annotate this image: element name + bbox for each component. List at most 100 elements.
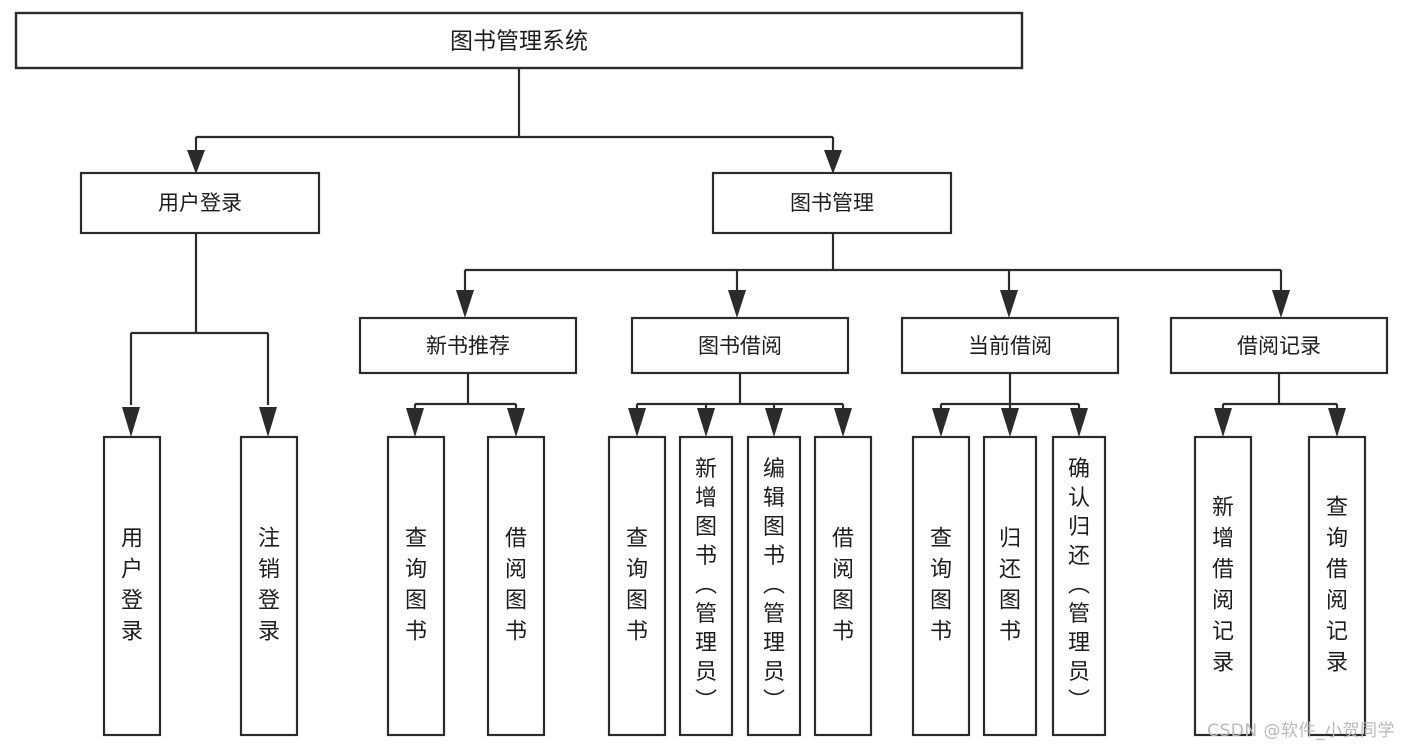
arrow-to-book-borrow xyxy=(728,290,746,318)
arrow-to-leaf-query-book-1 xyxy=(406,408,424,437)
svg-text:理: 理 xyxy=(695,631,717,656)
svg-text:︶: ︶ xyxy=(1068,689,1090,714)
svg-text:图: 图 xyxy=(763,515,785,540)
edge-layer xyxy=(122,68,1346,437)
svg-text:增: 增 xyxy=(1212,527,1234,552)
svg-text:还: 还 xyxy=(999,558,1021,583)
node-book-management[interactable]: 图书管理 xyxy=(711,171,953,235)
arrow-to-new-book-recommend xyxy=(456,290,474,318)
svg-text:询: 询 xyxy=(930,558,952,583)
arrow-to-leaf-confirm-return xyxy=(1070,408,1088,437)
svg-text:︵: ︵ xyxy=(695,573,717,598)
svg-text:阅: 阅 xyxy=(505,558,527,583)
svg-text:图: 图 xyxy=(405,589,427,614)
svg-text:书: 书 xyxy=(505,620,527,645)
arrow-to-leaf-edit-book xyxy=(765,408,783,437)
svg-text:询: 询 xyxy=(626,558,648,583)
svg-text:书: 书 xyxy=(626,620,648,645)
arrow-to-leaf-query-book-2 xyxy=(628,408,646,437)
node-label-book-management: 图书管理 xyxy=(790,191,874,215)
node-book-management-system[interactable]: 图书管理系统 xyxy=(14,11,1024,70)
arrow-to-leaf-user-login xyxy=(122,407,140,437)
svg-text:员: 员 xyxy=(695,660,717,685)
node-label-root: 图书管理系统 xyxy=(450,29,588,55)
svg-text:书: 书 xyxy=(763,544,785,569)
arrow-to-leaf-query-book-3 xyxy=(932,408,950,437)
node-label-book-borrow: 图书借阅 xyxy=(698,334,782,358)
svg-text:理: 理 xyxy=(1068,631,1090,656)
svg-text:书: 书 xyxy=(405,620,427,645)
svg-text:阅: 阅 xyxy=(832,558,854,583)
svg-text:增: 增 xyxy=(695,486,717,511)
svg-text:管: 管 xyxy=(763,602,785,627)
svg-text:录: 录 xyxy=(258,620,280,645)
svg-text:登: 登 xyxy=(121,589,143,614)
svg-text:录: 录 xyxy=(121,620,143,645)
svg-text:︶: ︶ xyxy=(763,689,785,714)
svg-text:确: 确 xyxy=(1068,457,1090,482)
svg-text:注: 注 xyxy=(258,527,280,552)
arrow-to-leaf-borrow-book-1 xyxy=(507,408,525,437)
svg-text:管: 管 xyxy=(1068,602,1090,627)
svg-text:录: 录 xyxy=(1326,651,1348,676)
arrow-to-borrow-record xyxy=(1272,290,1290,318)
node-label-new-book-recommend: 新书推荐 xyxy=(426,334,510,358)
svg-text:销: 销 xyxy=(258,558,280,583)
node-book-borrow[interactable]: 图书借阅 xyxy=(630,316,850,375)
svg-text:认: 认 xyxy=(1068,486,1090,511)
svg-text:询: 询 xyxy=(405,558,427,583)
node-label-user-login: 用户登录 xyxy=(158,191,242,215)
arrow-to-leaf-borrow-book-2 xyxy=(834,408,852,437)
svg-text:图: 图 xyxy=(930,589,952,614)
node-user-login[interactable]: 用户登录 xyxy=(79,171,321,235)
svg-text:归: 归 xyxy=(1068,515,1090,540)
leaf-node-user-login[interactable]: 用户登录 xyxy=(102,435,162,737)
node-current-borrow[interactable]: 当前借阅 xyxy=(900,316,1120,375)
svg-text:还: 还 xyxy=(1068,544,1090,569)
svg-text:登: 登 xyxy=(258,589,280,614)
svg-text:︵: ︵ xyxy=(763,573,785,598)
csdn-watermark: CSDN @软件_小贺同学 xyxy=(1207,721,1395,741)
svg-text:新: 新 xyxy=(695,457,717,482)
node-borrow-record[interactable]: 借阅记录 xyxy=(1169,316,1389,375)
svg-text:借: 借 xyxy=(1212,558,1234,583)
svg-text:书: 书 xyxy=(999,620,1021,645)
svg-text:图: 图 xyxy=(626,589,648,614)
svg-text:图: 图 xyxy=(999,589,1021,614)
svg-text:书: 书 xyxy=(832,620,854,645)
node-label-current-borrow: 当前借阅 xyxy=(968,334,1052,358)
arrow-to-leaf-query-record xyxy=(1328,408,1346,437)
arrow-to-leaf-logout-login xyxy=(259,407,277,437)
arrow-to-leaf-add-book xyxy=(697,408,715,437)
node-new-book-recommend[interactable]: 新书推荐 xyxy=(358,316,578,375)
svg-text:查: 查 xyxy=(930,527,952,552)
svg-text:记: 记 xyxy=(1326,620,1348,645)
svg-text:记: 记 xyxy=(1212,620,1234,645)
arrow-to-leaf-return-book xyxy=(1001,408,1019,437)
svg-text:借: 借 xyxy=(1326,558,1348,583)
svg-text:户: 户 xyxy=(121,558,143,583)
